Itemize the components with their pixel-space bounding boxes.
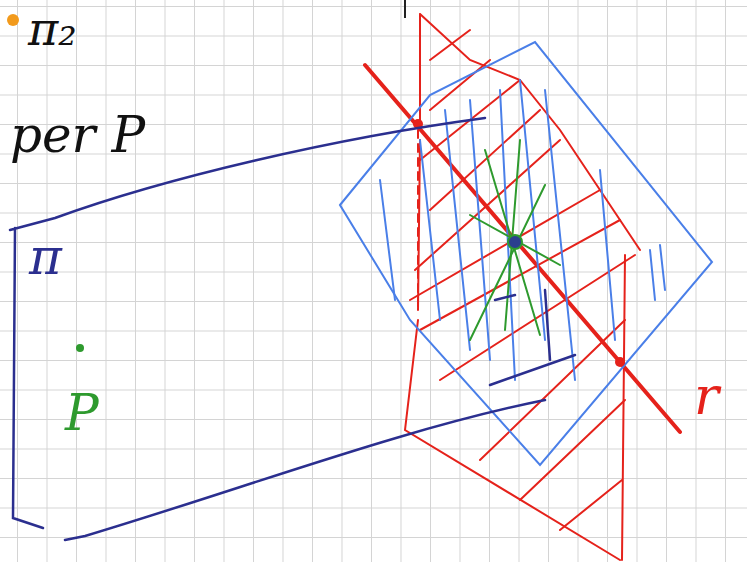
blue-plane [340, 42, 712, 465]
bullet-dot [7, 14, 19, 26]
red-point [615, 357, 625, 367]
stub-line [404, 0, 406, 18]
note-text: per P [10, 110, 145, 160]
plane-name: π [29, 232, 62, 282]
plane-shape [5, 108, 555, 548]
construction-lines [490, 290, 575, 385]
intersection-point [508, 235, 522, 249]
plane-outline: πP [5, 108, 555, 548]
line-r [365, 65, 680, 432]
plane-label: π₂ [28, 6, 77, 52]
point-name: P [65, 388, 99, 438]
line-label: r [694, 370, 719, 422]
